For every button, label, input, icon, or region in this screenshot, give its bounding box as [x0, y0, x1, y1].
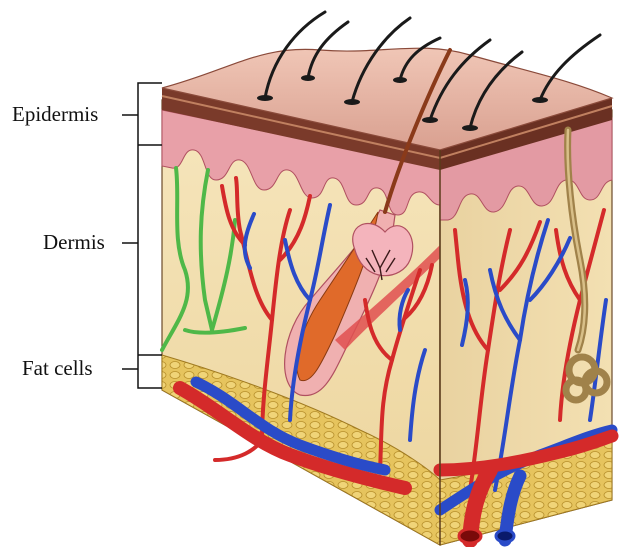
label-dermis: Dermis — [43, 232, 105, 253]
label-epidermis: Epidermis — [12, 104, 98, 125]
label-fat-cells: Fat cells — [22, 358, 93, 379]
artery-cross-section — [459, 529, 481, 543]
vein-cross-section — [496, 530, 514, 542]
layer-brackets — [122, 83, 162, 388]
